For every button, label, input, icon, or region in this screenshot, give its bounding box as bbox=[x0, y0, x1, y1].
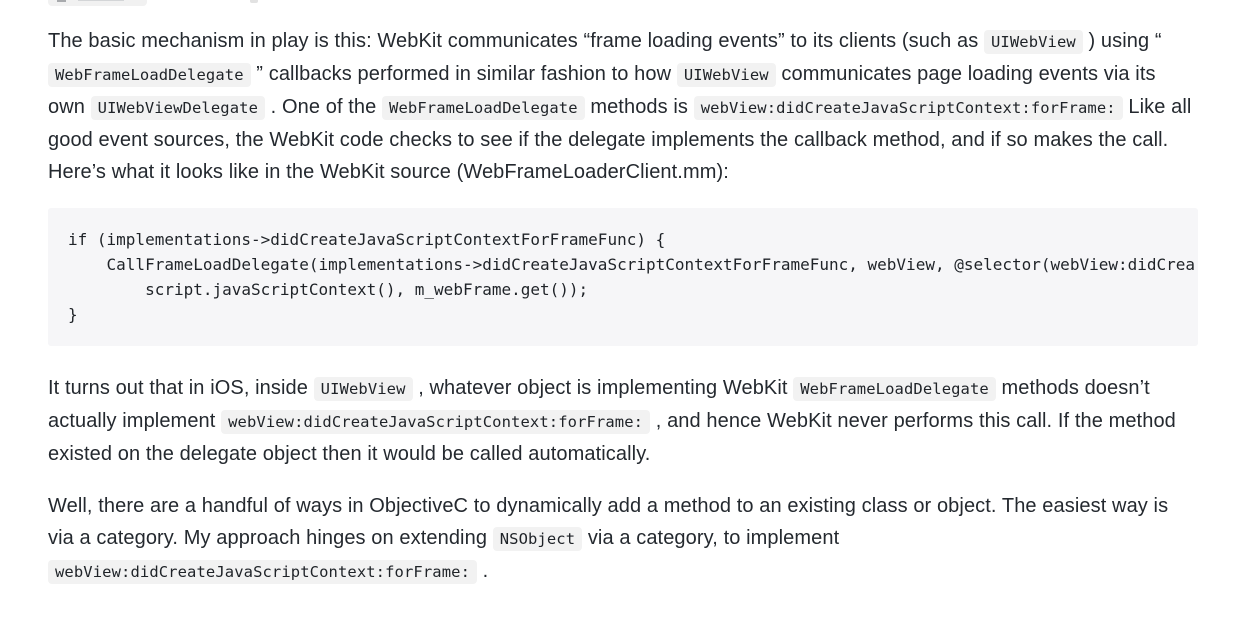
paragraph-webkit-mechanism: The basic mechanism in play is this: Web… bbox=[48, 25, 1198, 188]
text-run: It turns out that in iOS, inside bbox=[48, 377, 314, 399]
inline-code: WebFrameLoadDelegate bbox=[382, 96, 585, 120]
paragraph-ios-delegate: It turns out that in iOS, inside UIWebVi… bbox=[48, 372, 1198, 470]
clipped-text-remnant bbox=[250, 0, 258, 3]
inline-code: WebFrameLoadDelegate bbox=[793, 377, 996, 401]
text-run: , and hence WebKit never performs this c… bbox=[48, 410, 1176, 465]
text-run: . bbox=[477, 560, 489, 582]
paragraph-objectivec-category: Well, there are a handful of ways in Obj… bbox=[48, 490, 1198, 588]
inline-code: UIWebView bbox=[313, 377, 413, 401]
text-run: communicates page loading events via its… bbox=[48, 63, 1156, 118]
inline-code: webView:didCreateJavaScriptContext:forFr… bbox=[221, 410, 651, 434]
text-run: . One of the bbox=[265, 96, 383, 118]
code-block-webframeloaderclient[interactable]: if (implementations->didCreateJavaScript… bbox=[48, 208, 1198, 346]
text-run: via a category, to implement bbox=[582, 527, 840, 549]
text-run: Like all good event sources, the WebKit … bbox=[48, 96, 1192, 183]
text-run: ” callbacks performed in similar fashion… bbox=[250, 63, 677, 85]
text-run: , whatever object is implementing WebKit bbox=[412, 377, 794, 399]
text-run: The basic mechanism in play is this: Web… bbox=[48, 30, 984, 52]
inline-code: WebFrameLoadDelegate bbox=[48, 63, 251, 87]
blog-article: The basic mechanism in play is this: Web… bbox=[48, 0, 1198, 588]
inline-code: UIWebView bbox=[676, 63, 776, 87]
text-run: methods doesn’t actually implement bbox=[48, 377, 1150, 432]
text-run: ) using “ bbox=[1082, 30, 1162, 52]
article-content: The basic mechanism in play is this: Web… bbox=[48, 0, 1198, 588]
inline-code: UIWebViewDelegate bbox=[90, 96, 265, 120]
inline-code: webView:didCreateJavaScriptContext:forFr… bbox=[48, 560, 477, 584]
text-run: Well, there are a handful of ways in Obj… bbox=[48, 495, 1169, 549]
clipped-inline-code-remnant bbox=[48, 0, 147, 6]
inline-code: UIWebView bbox=[983, 30, 1083, 54]
inline-code: webView:didCreateJavaScriptContext:forFr… bbox=[693, 96, 1123, 120]
inline-code: NSObject bbox=[492, 527, 583, 551]
text-run: methods is bbox=[584, 96, 694, 118]
